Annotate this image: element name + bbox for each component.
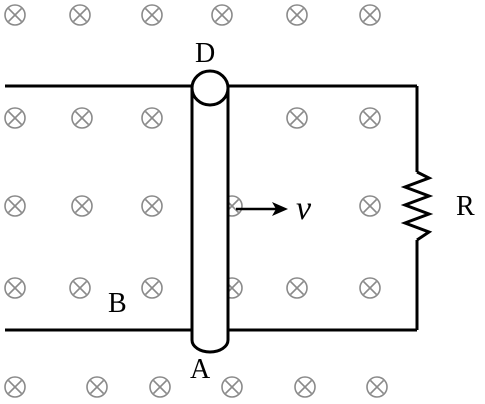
- field-into-page-icon: [4, 376, 26, 398]
- field-into-page-icon: [69, 4, 91, 26]
- label-B: B: [108, 288, 127, 319]
- field-into-page-icon: [211, 4, 233, 26]
- field-into-page-icon: [359, 195, 381, 217]
- field-into-page-icon: [4, 4, 26, 26]
- velocity-arrow-head: [272, 202, 288, 216]
- resistor-zigzag-icon: [400, 170, 434, 242]
- field-into-page-icon: [4, 277, 26, 299]
- field-into-page-icon: [69, 277, 91, 299]
- field-into-page-icon: [71, 195, 93, 217]
- field-into-page-icon: [286, 4, 308, 26]
- field-into-page-icon: [4, 107, 26, 129]
- field-into-page-icon: [141, 277, 163, 299]
- field-into-page-icon: [71, 107, 93, 129]
- field-into-page-icon: [359, 107, 381, 129]
- label-R: R: [456, 191, 475, 222]
- field-into-page-icon: [149, 376, 171, 398]
- rod-top-end: [190, 69, 230, 107]
- field-into-page-icon: [141, 195, 163, 217]
- field-into-page-icon: [286, 277, 308, 299]
- field-into-page-icon: [4, 195, 26, 217]
- label-D: D: [195, 38, 215, 69]
- conducting-rod: [190, 86, 230, 354]
- field-into-page-icon: [359, 277, 381, 299]
- field-into-page-icon: [294, 376, 316, 398]
- field-into-page-icon: [141, 107, 163, 129]
- magnetic-field-markers: [4, 4, 388, 398]
- field-into-page-icon: [286, 107, 308, 129]
- field-into-page-icon: [86, 376, 108, 398]
- label-A: A: [190, 354, 211, 385]
- field-into-page-icon: [141, 4, 163, 26]
- field-into-page-icon: [366, 376, 388, 398]
- field-into-page-icon: [221, 376, 243, 398]
- field-into-page-icon: [359, 4, 381, 26]
- label-v: v: [296, 190, 312, 227]
